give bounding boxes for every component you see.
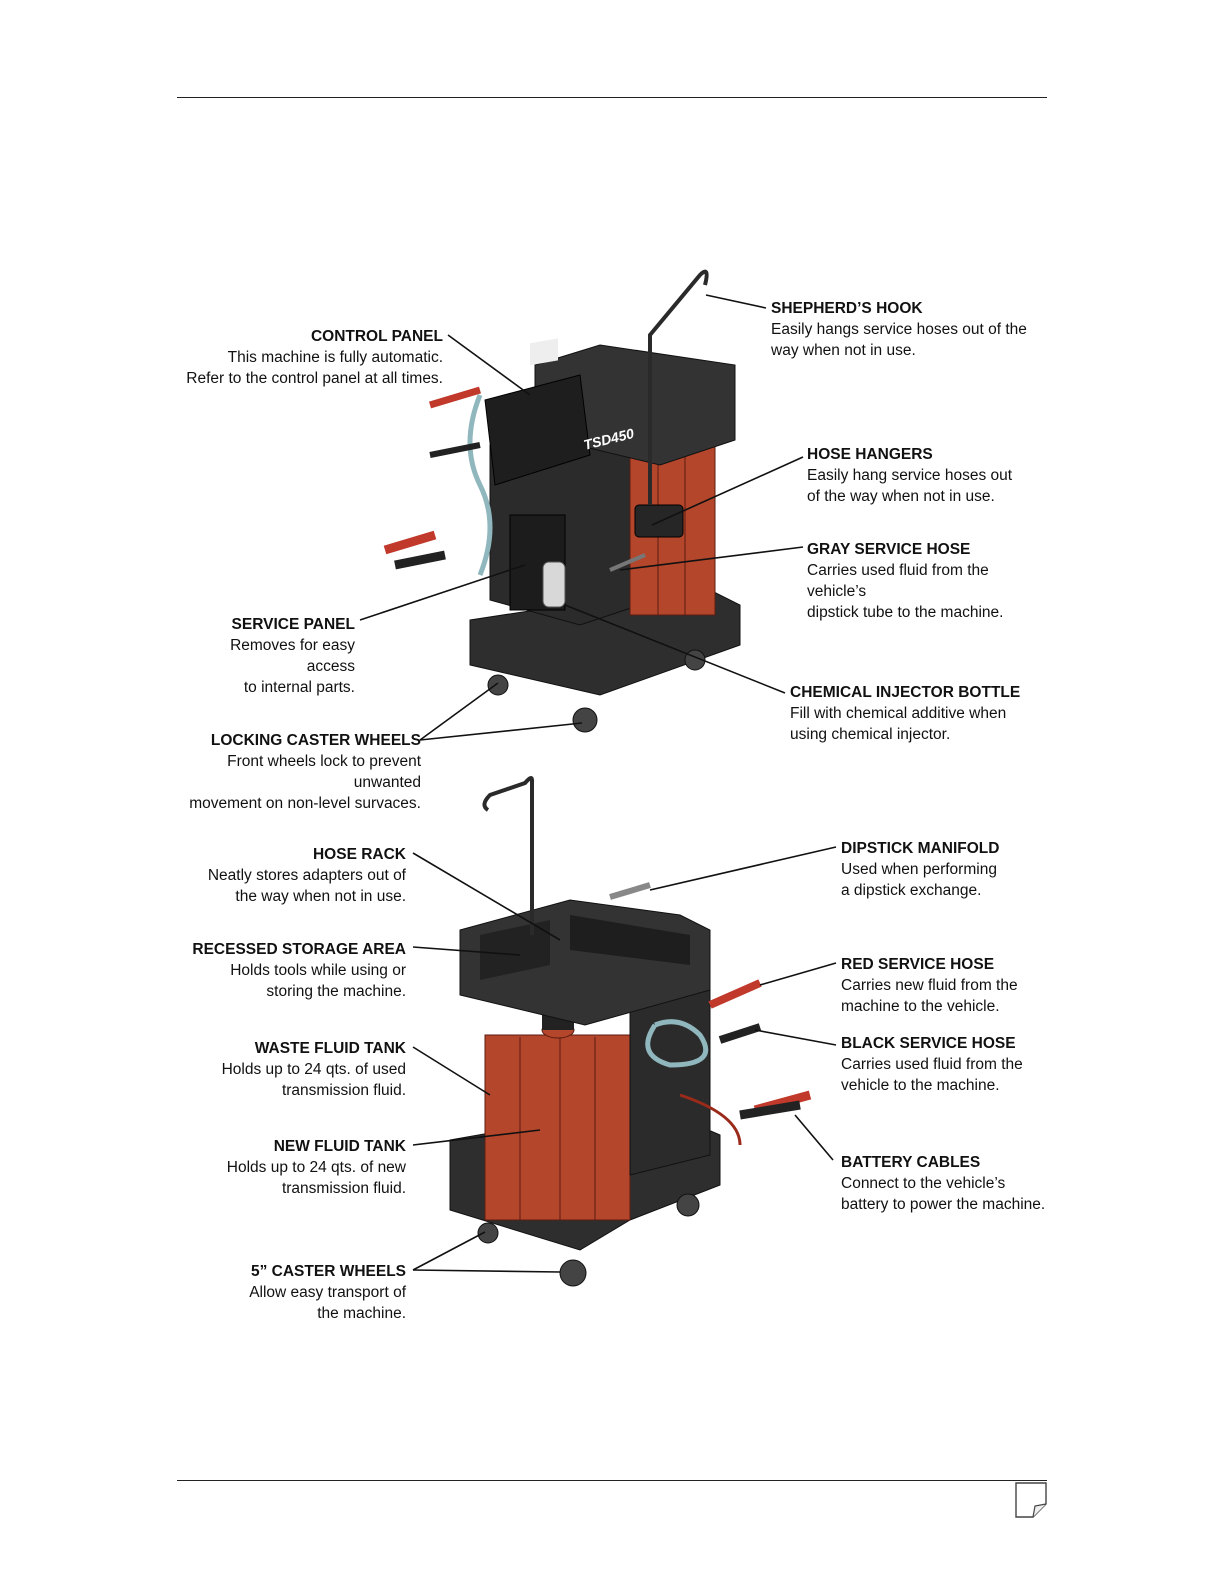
leader-new-fluid-tank bbox=[412, 1129, 541, 1146]
callout-recessed-storage-area: RECESSED STORAGE AREA Holds tools while … bbox=[192, 939, 406, 1002]
callout-red-service-hose: RED SERVICE HOSE Carries new fluid from … bbox=[841, 954, 1018, 1017]
callout-desc: Fill with chemical additive when using c… bbox=[790, 705, 1007, 743]
page-curl-icon bbox=[1015, 1482, 1047, 1518]
callout-service-panel: SERVICE PANEL Removes for easy access to… bbox=[180, 614, 355, 698]
callout-battery-cables: BATTERY CABLES Connect to the vehicle’s … bbox=[841, 1152, 1045, 1215]
leader-chemical-injector bbox=[564, 604, 786, 694]
callout-hose-hangers: HOSE HANGERS Easily hang service hoses o… bbox=[807, 444, 1012, 507]
callout-title: HOSE HANGERS bbox=[807, 446, 933, 463]
callout-title: 5” CASTER WHEELS bbox=[250, 1263, 406, 1280]
leader-waste-fluid-tank bbox=[412, 1046, 491, 1096]
leader-black-service-hose bbox=[754, 1029, 837, 1046]
callout-desc: Connect to the vehicle’s battery to powe… bbox=[841, 1175, 1046, 1213]
leader-control-panel bbox=[447, 334, 531, 396]
leader-locking-caster-rear bbox=[419, 722, 583, 741]
callout-title: HOSE RACK bbox=[312, 846, 406, 863]
callout-chemical-injector-bottle: CHEMICAL INJECTOR BOTTLE Fill with chemi… bbox=[790, 682, 1020, 745]
callout-desc: Used when performing a dipstick exchange… bbox=[841, 861, 997, 899]
bottom-tanks bbox=[484, 1034, 631, 1221]
leader-locking-caster-front bbox=[419, 682, 499, 741]
callout-title: BLACK SERVICE HOSE bbox=[841, 1035, 1016, 1052]
callout-shepherds-hook: SHEPHERD’S HOOK Easily hangs service hos… bbox=[771, 298, 1027, 361]
top-machine-illustration: TSD450 bbox=[383, 269, 741, 733]
callout-title: LOCKING CASTER WHEELS bbox=[210, 732, 421, 749]
callout-title: SHEPHERD’S HOOK bbox=[771, 300, 923, 317]
callout-title: DIPSTICK MANIFOLD bbox=[841, 840, 1000, 857]
leader-shepherds-hook bbox=[705, 294, 767, 309]
callout-waste-fluid-tank: WASTE FLUID TANK Holds up to 24 qts. of … bbox=[222, 1038, 406, 1101]
callout-title: GRAY SERVICE HOSE bbox=[807, 541, 971, 558]
leader-hose-rack bbox=[412, 852, 561, 941]
footer-rule bbox=[177, 1480, 1047, 1481]
callout-desc: Front wheels lock to prevent unwanted mo… bbox=[189, 753, 421, 812]
leader-dipstick-manifold bbox=[649, 846, 837, 891]
leader-caster-front bbox=[412, 1231, 486, 1271]
callout-desc: Allow easy transport of the machine. bbox=[249, 1284, 406, 1322]
callout-title: CONTROL PANEL bbox=[310, 328, 443, 345]
leader-service-panel bbox=[359, 564, 526, 621]
callout-gray-service-hose: GRAY SERVICE HOSE Carries used fluid fro… bbox=[807, 539, 1050, 623]
callout-title: NEW FLUID TANK bbox=[273, 1138, 406, 1155]
chemical-bottle bbox=[542, 561, 566, 608]
leader-battery-cables bbox=[794, 1114, 834, 1161]
leader-gray-service-hose bbox=[619, 546, 804, 571]
header-rule bbox=[177, 97, 1047, 98]
callout-caster-wheels-5in: 5” CASTER WHEELS Allow easy transport of… bbox=[249, 1261, 406, 1324]
bottom-machine-illustration bbox=[449, 776, 812, 1287]
callout-new-fluid-tank: NEW FLUID TANK Holds up to 24 qts. of ne… bbox=[227, 1136, 406, 1199]
callout-desc: Holds tools while using or storing the m… bbox=[230, 962, 406, 1000]
leader-lines bbox=[359, 294, 837, 1273]
callout-dipstick-manifold: DIPSTICK MANIFOLD Used when performing a… bbox=[841, 838, 999, 901]
callout-desc: Carries used fluid from the vehicle’s di… bbox=[807, 562, 1004, 621]
callout-title: WASTE FLUID TANK bbox=[254, 1040, 406, 1057]
callout-black-service-hose: BLACK SERVICE HOSE Carries used fluid fr… bbox=[841, 1033, 1023, 1096]
callout-title: CHEMICAL INJECTOR BOTTLE bbox=[790, 684, 1021, 701]
callout-desc: Easily hangs service hoses out of the wa… bbox=[771, 321, 1027, 359]
callout-control-panel: CONTROL PANEL This machine is fully auto… bbox=[186, 326, 443, 389]
callout-desc: Holds up to 24 qts. of used transmission… bbox=[221, 1061, 406, 1099]
diagram-illustration: TSD450 bbox=[359, 269, 837, 1287]
callout-desc: Holds up to 24 qts. of new transmission … bbox=[226, 1159, 406, 1197]
callout-desc: Neatly stores adapters out of the way wh… bbox=[207, 867, 406, 905]
callout-title: SERVICE PANEL bbox=[231, 616, 355, 633]
callout-title: RECESSED STORAGE AREA bbox=[192, 941, 406, 958]
callout-desc: This machine is fully automatic. Refer t… bbox=[186, 349, 443, 387]
callout-title: BATTERY CABLES bbox=[841, 1154, 981, 1171]
leader-caster-rear bbox=[412, 1269, 561, 1273]
callout-desc: Easily hang service hoses out of the way… bbox=[807, 467, 1013, 505]
machine-diagram-figure: TSD450 bbox=[180, 265, 1050, 1345]
callout-desc: Carries used fluid from the vehicle to t… bbox=[841, 1056, 1023, 1094]
callout-desc: Removes for easy access to internal part… bbox=[230, 637, 355, 696]
callout-locking-caster-wheels: LOCKING CASTER WHEELS Front wheels lock … bbox=[180, 730, 421, 814]
callout-title: RED SERVICE HOSE bbox=[841, 956, 995, 973]
leader-red-service-hose bbox=[759, 962, 837, 986]
callout-desc: Carries new fluid from the machine to th… bbox=[841, 977, 1018, 1015]
callout-hose-rack: HOSE RACK Neatly stores adapters out of … bbox=[208, 844, 406, 907]
leader-hose-hangers bbox=[651, 456, 804, 526]
leader-recessed-storage bbox=[412, 946, 521, 956]
